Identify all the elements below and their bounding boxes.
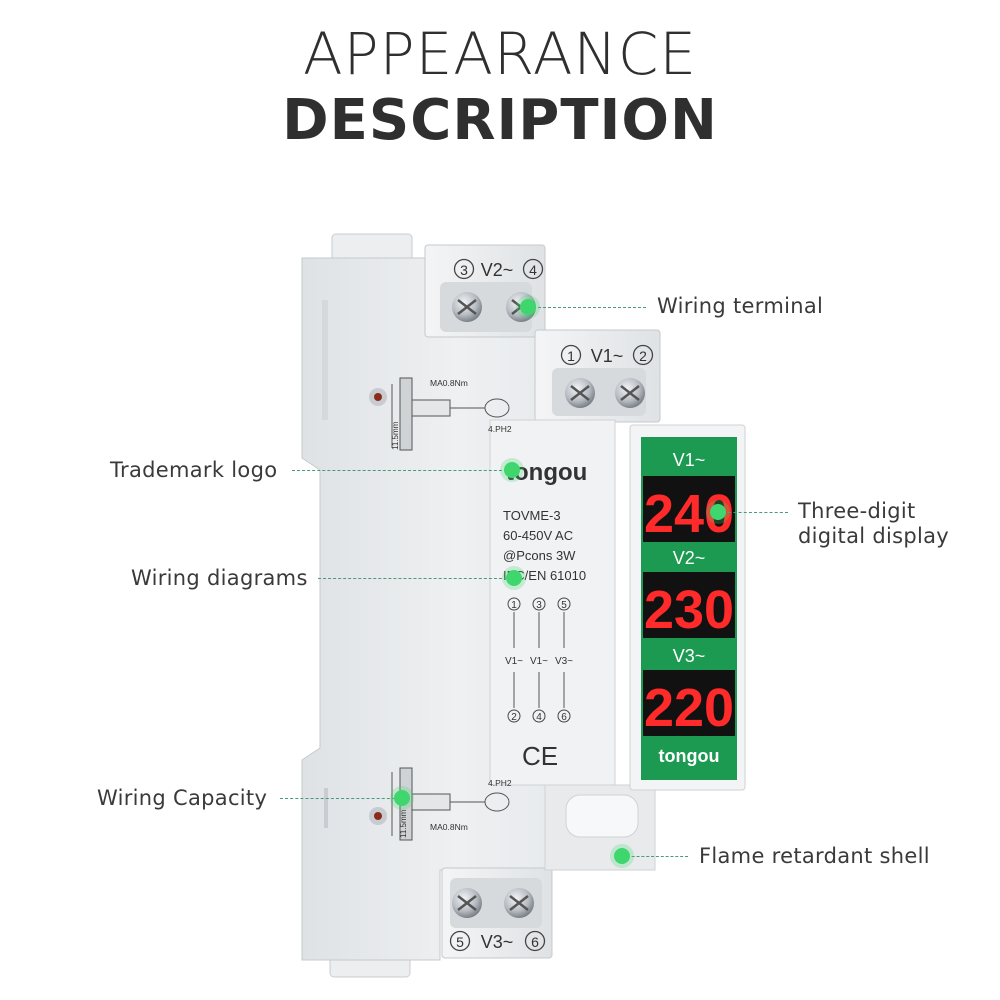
terminal-num-3: 3 <box>460 262 468 278</box>
dot-wiring-terminal <box>520 299 536 315</box>
display-value-3: 220 <box>644 678 734 738</box>
torque-label-top: MA0.8Nm <box>430 378 468 388</box>
display-window-2 <box>643 572 735 638</box>
leader-flame-shell <box>622 856 688 857</box>
svg-text:5: 5 <box>561 600 567 611</box>
heading-line-1: APPEARANCE <box>302 20 698 88</box>
standard-label: IEC/EN 61010 <box>503 568 586 583</box>
heading-line-2: DESCRIPTION <box>282 88 718 153</box>
terminal-label-v2: V2~ <box>481 260 514 280</box>
dot-wiring-capacity <box>394 790 410 806</box>
callout-wiring-capacity: Wiring Capacity <box>97 786 268 810</box>
display-label-v2: V2~ <box>673 548 706 568</box>
display-label-v3: V3~ <box>673 646 706 666</box>
display-footer-brand: tongou <box>659 746 720 766</box>
leader-display <box>718 512 788 513</box>
dot-wiring-diagrams <box>506 570 522 586</box>
strip-length-bottom: 11.5mm <box>399 809 408 838</box>
voltage-label: 60-450V AC <box>503 528 573 543</box>
svg-text:2: 2 <box>511 712 517 723</box>
terminal-label-v1: V1~ <box>591 346 624 366</box>
svg-text:3: 3 <box>536 600 542 611</box>
svg-text:1: 1 <box>511 600 517 611</box>
terminal-num-6: 6 <box>531 934 539 950</box>
callout-flame-shell: Flame retardant shell <box>699 844 930 868</box>
leader-wiring-terminal <box>528 307 646 308</box>
svg-text:V3~: V3~ <box>555 656 573 667</box>
leader-wiring-diagrams <box>318 578 512 579</box>
ce-mark: CE <box>522 741 558 771</box>
display-value-2: 230 <box>644 580 734 640</box>
dot-flame-shell <box>614 848 630 864</box>
leader-wiring-capacity <box>280 798 400 799</box>
torque-label-bottom: MA0.8Nm <box>430 822 468 832</box>
wiring-capacity-pictogram-top <box>391 377 510 451</box>
terminal-num-4: 4 <box>529 262 537 278</box>
dot-trademark-logo <box>504 462 520 478</box>
callout-display-line1: Three-digit <box>798 499 916 523</box>
dot-display <box>710 504 726 520</box>
callout-wiring-terminal: Wiring terminal <box>657 294 824 318</box>
terminal-num-1: 1 <box>567 348 575 364</box>
leader-trademark-logo <box>292 470 512 471</box>
front-panel <box>489 419 616 786</box>
strip-length-top: 11.5mm <box>391 421 400 450</box>
callout-display-line2: digital display <box>798 524 950 548</box>
svg-text:6: 6 <box>561 712 567 723</box>
terminal-label-v3: V3~ <box>481 932 514 952</box>
screwdriver-label-top: 4.PH2 <box>488 424 512 434</box>
power-label: @Pcons 3W <box>503 548 576 563</box>
wiring-diagram: 1 3 5 V1~ V1~ V3~ 2 4 6 <box>505 597 573 723</box>
svg-text:V1~: V1~ <box>530 656 548 667</box>
callout-trademark-logo: Trademark logo <box>110 458 278 482</box>
callout-wiring-diagrams: Wiring diagrams <box>131 566 308 590</box>
display-label-v1: V1~ <box>673 450 706 470</box>
model-label: TOVME-3 <box>503 508 561 523</box>
svg-text:4: 4 <box>536 712 542 723</box>
screwdriver-label-bottom: 4.PH2 <box>488 778 512 788</box>
terminal-num-5: 5 <box>456 934 464 950</box>
svg-text:V1~: V1~ <box>505 656 523 667</box>
display-window-3 <box>643 670 735 736</box>
terminal-num-2: 2 <box>639 348 647 364</box>
